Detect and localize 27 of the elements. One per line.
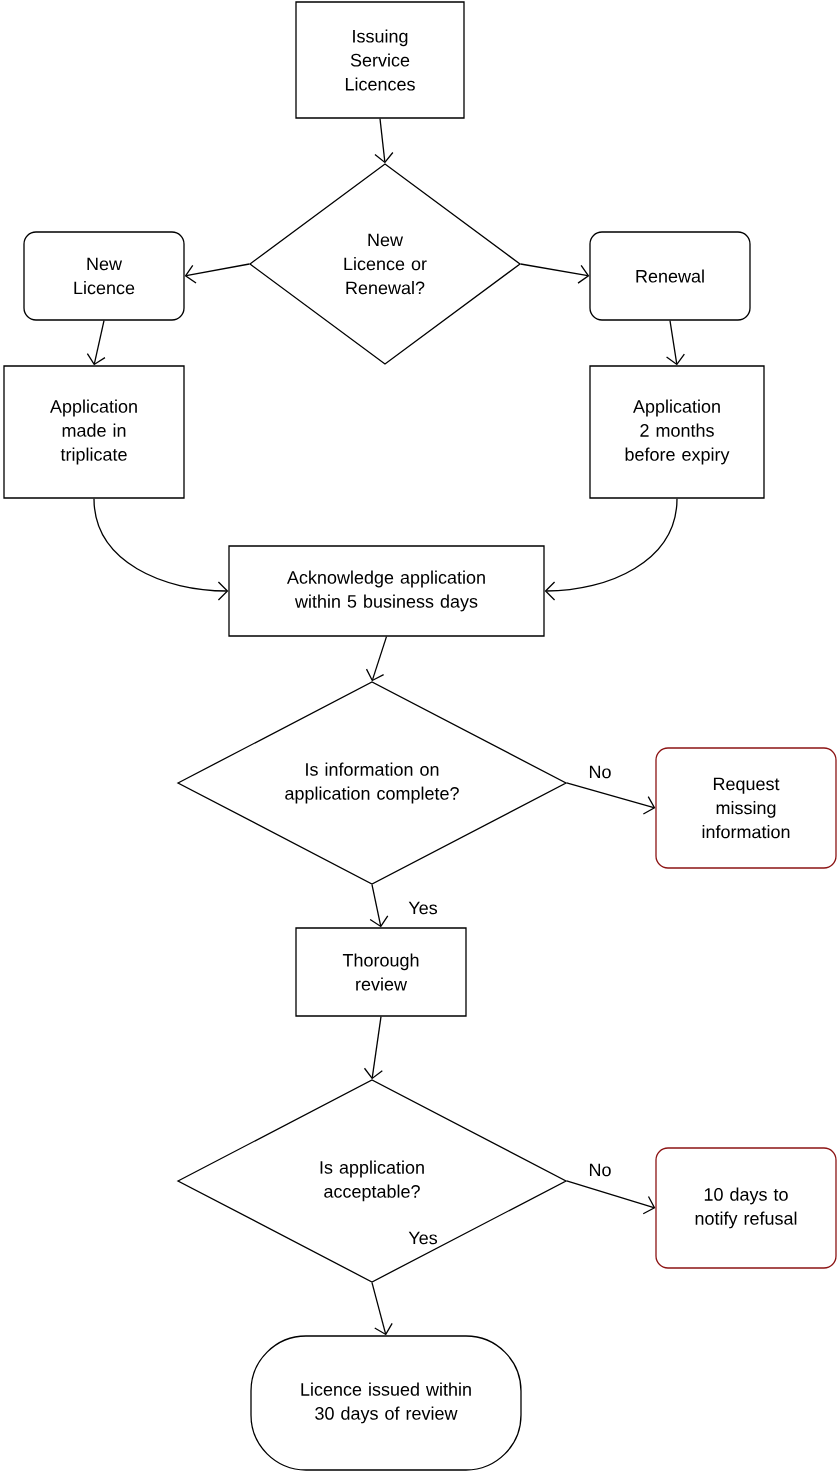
rounded-box: Request missing information	[655, 747, 837, 869]
process-box: Acknowledge application within 5 business days	[228, 545, 545, 637]
process-box: Issuing Service Licences	[295, 1, 465, 119]
arrow	[369, 884, 389, 928]
arrow	[566, 1180, 656, 1215]
process-box: Application made in triplicate	[3, 365, 185, 499]
arrow	[566, 782, 656, 815]
rounded-box: 10 days to notify refusal	[655, 1147, 837, 1269]
arrow	[184, 263, 250, 284]
rounded-box: New Licence	[23, 231, 185, 321]
terminal-box: Licence issued within 30 days of review	[250, 1335, 522, 1471]
arrow	[86, 320, 106, 366]
arrow	[371, 1282, 393, 1336]
arrow	[365, 636, 388, 682]
rounded-box: Renewal	[589, 231, 751, 321]
edge-label: No	[587, 764, 613, 780]
arrow	[544, 498, 678, 601]
arrow	[665, 320, 685, 366]
arrow	[374, 118, 394, 164]
process-box: Application 2 months before expiry	[589, 365, 765, 499]
edge-label: No	[587, 1162, 613, 1178]
arrow	[363, 1016, 383, 1080]
edge-label: Yes	[407, 900, 439, 916]
arrow	[93, 498, 229, 601]
arrow	[520, 263, 590, 284]
edge-label: Yes	[407, 1230, 439, 1246]
process-box: Thorough review	[295, 927, 467, 1017]
